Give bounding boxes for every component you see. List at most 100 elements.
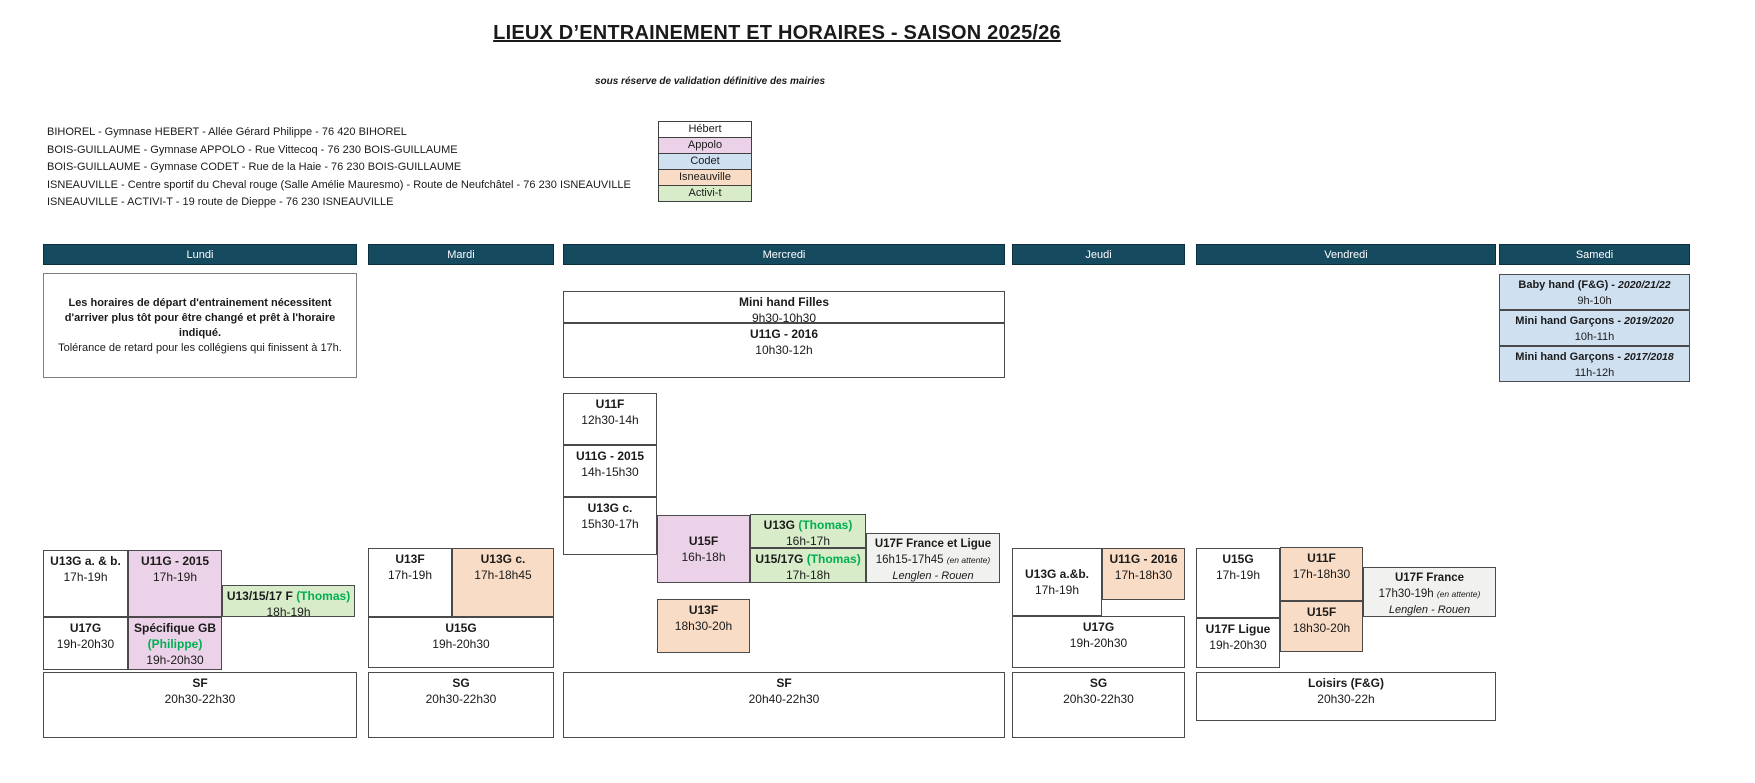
legend-item-codet: Codet bbox=[658, 153, 752, 170]
block-line: SG bbox=[452, 676, 470, 690]
day-header-mardi: Mardi bbox=[368, 244, 554, 265]
schedule-block-mercredi-u11g-2016: U11G - 2016 10h30-12h bbox=[563, 323, 1005, 378]
block-line: SF bbox=[776, 676, 792, 690]
block-line: 19h-20h30 bbox=[432, 637, 490, 651]
schedule-block-jeudi-u13g-ab: U13G a.&b.17h-19h bbox=[1012, 548, 1102, 616]
block-line: 17h-18h bbox=[785, 568, 831, 582]
schedule-block-lundi-u17g: U17G 19h-20h30 bbox=[43, 617, 128, 670]
block-line: SG bbox=[1089, 676, 1108, 690]
block-line: 17h-19h bbox=[152, 570, 198, 584]
note-text-bold: Les horaires de départ d'entrainement né… bbox=[64, 296, 336, 339]
block-line: U13G a. & b. bbox=[50, 554, 121, 568]
block-line: U17F France et Ligue bbox=[874, 538, 992, 550]
block-line: U11F bbox=[1307, 551, 1336, 565]
legend-item-isneauville: Isneauville bbox=[658, 169, 752, 186]
address-line-2: BOIS-GUILLAUME - Gymnase APPOLO - Rue Vi… bbox=[47, 143, 458, 156]
schedule-block-vendredi-loisirs: Loisirs (F&G) 20h30-22h bbox=[1196, 672, 1496, 721]
note-box: Les horaires de départ d'entrainement né… bbox=[43, 273, 357, 378]
block-line: 17h-19h bbox=[63, 570, 108, 584]
schedule-block-mardi-u13f: U13F 17h-19h bbox=[368, 548, 452, 617]
schedule-block-vendredi-u15g: U15G 17h-19h bbox=[1196, 548, 1280, 618]
schedule-block-vendredi-u17f-ligue: U17F Ligue 19h-20h30 bbox=[1196, 618, 1280, 668]
schedule-block-mardi-sg: SG 20h30-22h30 bbox=[368, 672, 554, 738]
schedule-block-mercredi-u15f: U15F 16h-18h bbox=[657, 515, 750, 583]
day-header-jeudi: Jeudi bbox=[1012, 244, 1185, 265]
schedule-block-jeudi-u17g: U17G 19h-20h30 bbox=[1012, 616, 1185, 668]
schedule-block-mardi-u13g-c: U13G c.17h-18h45 bbox=[452, 548, 554, 617]
block-line: U17F France bbox=[1394, 572, 1465, 584]
address-list: BIHOREL - Gymnase HEBERT - Allée Gérard … bbox=[47, 124, 631, 212]
block-line: U13F bbox=[688, 603, 719, 617]
day-header-lundi: Lundi bbox=[43, 244, 357, 265]
address-line-4: ISNEAUVILLE - Centre sportif du Cheval r… bbox=[47, 178, 631, 191]
block-line: 10h-11h bbox=[1574, 331, 1615, 343]
block-line: 16h-18h bbox=[681, 550, 726, 564]
block-line: 16h-17h bbox=[785, 534, 831, 548]
block-line: U17G bbox=[69, 621, 102, 635]
schedule-block-mercredi-u13g-thomas: U13G (Thomas)16h-17h bbox=[750, 514, 866, 548]
note-text-normal: Tolérance de retard pour les collégiens … bbox=[58, 341, 342, 354]
legend-item-appolo: Appolo bbox=[658, 137, 752, 154]
block-line: 19h-20h30 bbox=[146, 653, 204, 667]
block-line: U15F bbox=[688, 534, 719, 548]
address-line-3: BOIS-GUILLAUME - Gymnase CODET - Rue de … bbox=[47, 161, 462, 173]
block-line: Mini hand Garçons - 2019/2020 bbox=[1515, 315, 1674, 327]
block-line: Lenglen - Rouen bbox=[892, 570, 974, 582]
schedule-block-lundi-u13g-ab: U13G a. & b. 17h-19h bbox=[43, 550, 128, 617]
block-line: 10h30-12h bbox=[755, 343, 813, 357]
block-line: 20h30-22h30 bbox=[425, 692, 497, 706]
schedule-block-mercredi-u15-17g-thomas: U15/17G (Thomas) 17h-18h bbox=[750, 548, 866, 583]
block-line: U11G - 2016 bbox=[749, 327, 819, 341]
address-line-1: BIHOREL - Gymnase HEBERT - Allée Gérard … bbox=[47, 126, 407, 138]
block-line: 19h-20h30 bbox=[1209, 638, 1267, 652]
block-line: U17G bbox=[1082, 620, 1115, 634]
block-line: U17F Ligue bbox=[1205, 622, 1271, 636]
block-line: 17h-19h bbox=[387, 568, 433, 582]
legend-item-hebert: Hébert bbox=[658, 121, 752, 138]
block-line: Loisirs (F&G) bbox=[1307, 676, 1384, 690]
schedule-block-lundi-u13-15-17f-thomas: U13/15/17 F (Thomas)18h-19h bbox=[222, 585, 355, 617]
page-subtitle: sous réserve de validation définitive de… bbox=[594, 76, 826, 87]
block-line: 17h-18h30 bbox=[1114, 568, 1173, 582]
block-line: SF bbox=[192, 676, 208, 690]
block-line: U15G bbox=[1222, 552, 1254, 566]
block-line: 17h-18h45 bbox=[474, 568, 532, 582]
schedule-block-lundi-specifique-gb-philippe: Spécifique GB(Philippe)19h-20h30 bbox=[128, 617, 222, 670]
day-header-mercredi: Mercredi bbox=[563, 244, 1005, 265]
block-line: U15/17G (Thomas) bbox=[755, 552, 861, 566]
block-line: 20h40-22h30 bbox=[748, 692, 820, 706]
block-line: 20h30-22h30 bbox=[164, 692, 236, 706]
schedule-block-mercredi-u13g-c: U13G c.15h30-17h bbox=[563, 497, 657, 555]
block-line: U13G c. bbox=[587, 501, 633, 515]
block-line: 19h-20h30 bbox=[1069, 636, 1128, 650]
block-line: 17h-18h30 bbox=[1292, 567, 1351, 581]
block-line: 17h-19h bbox=[1034, 583, 1080, 597]
block-line: 17h30-19h (en attente) bbox=[1378, 588, 1481, 600]
block-line: 17h-19h bbox=[1215, 568, 1261, 582]
block-line: 19h-20h30 bbox=[56, 637, 115, 651]
block-line: 12h30-14h bbox=[581, 413, 639, 427]
address-line-5: ISNEAUVILLE - ACTIVI-T - 19 route de Die… bbox=[47, 196, 394, 208]
schedule-block-samedi-mini-hand-garcons-2019-2020: Mini hand Garçons - 2019/2020 10h-11h bbox=[1499, 310, 1690, 346]
block-line: U15F bbox=[1306, 605, 1337, 619]
legend-item-activit: Activi-t bbox=[658, 185, 752, 202]
block-line: 20h30-22h bbox=[1317, 692, 1375, 706]
block-line: Mini hand Filles bbox=[738, 295, 829, 309]
block-line: Lenglen - Rouen bbox=[1388, 604, 1471, 616]
block-line: U13F bbox=[395, 552, 425, 566]
block-line: 16h15-17h45 (en attente) bbox=[875, 554, 991, 566]
schedule-block-mercredi-sf: SF 20h40-22h30 bbox=[563, 672, 1005, 738]
block-line: (Philippe) bbox=[147, 637, 203, 651]
block-line: Baby hand (F&G) - 2020/21/22 bbox=[1518, 279, 1671, 291]
